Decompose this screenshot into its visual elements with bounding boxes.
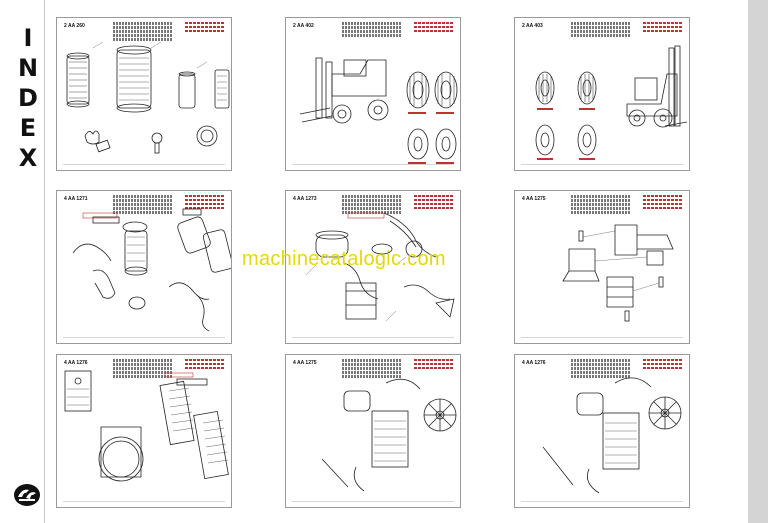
air-filter-drawing	[66, 41, 230, 154]
catalog-page-thumbnail[interactable]: 2 AA 403	[514, 17, 690, 171]
index-letter-e: E	[19, 114, 37, 142]
page-reference-lines	[414, 195, 454, 211]
page-description-lines	[113, 195, 173, 215]
cooling-system-drawing	[542, 377, 682, 494]
page-description-lines	[342, 22, 402, 38]
forklift-tyres-drawing	[535, 45, 688, 160]
catalog-page-thumbnail[interactable]: 4 AA 1276	[56, 354, 232, 508]
sidebar-divider	[44, 0, 45, 523]
engine-mount-exploded-drawing	[305, 212, 455, 322]
page-reference-lines	[414, 22, 454, 34]
page-code: 4 AA 1275	[522, 196, 546, 202]
page-description-lines	[113, 22, 173, 42]
page-footer-rule	[63, 337, 225, 339]
page-description-lines	[113, 359, 173, 379]
page-reference-lines	[185, 359, 225, 371]
catalog-page-thumbnail[interactable]: 4 AA 1275	[285, 354, 461, 508]
catalog-page-thumbnail[interactable]: 4 AA 1275	[514, 190, 690, 344]
page-code: 4 AA 1276	[64, 360, 88, 366]
page-reference-lines	[643, 22, 683, 34]
page-footer-rule	[63, 501, 225, 503]
page-code: 4 AA 1276	[522, 360, 546, 366]
right-margin-bar	[748, 0, 768, 523]
index-letter-d: D	[18, 84, 38, 112]
page-reference-lines	[185, 195, 225, 211]
cooling-system-drawing	[321, 378, 457, 492]
page-description-lines	[571, 22, 631, 38]
page-code: 2 AA 403	[522, 23, 543, 29]
index-letter-n: N	[17, 54, 39, 82]
catalog-page-thumbnail[interactable]: 2 AA 402	[285, 17, 461, 171]
page-reference-lines	[185, 22, 225, 34]
page-code: 4 AA 1273	[293, 196, 317, 202]
page-description-lines	[342, 195, 402, 215]
watermark-text: machinecatalogic.com	[242, 248, 446, 270]
page-footer-rule	[63, 164, 225, 166]
page-code: 2 AA 402	[293, 23, 314, 29]
index-letter-x: X	[18, 144, 38, 172]
radiator-exploded-drawing	[64, 370, 229, 482]
page-code: 4 AA 1275	[293, 360, 317, 366]
index-letter-i: I	[23, 24, 33, 52]
brand-logo-icon	[14, 484, 40, 506]
page-footer-rule	[521, 164, 683, 166]
page-footer-rule	[292, 337, 454, 339]
page-code: 4 AA 1271	[64, 196, 88, 202]
catalog-page-thumbnail[interactable]: 4 AA 1273	[285, 190, 461, 344]
page-description-lines	[571, 359, 631, 379]
page-footer-rule	[292, 501, 454, 503]
page-footer-rule	[292, 164, 454, 166]
page-description-lines	[342, 359, 402, 379]
air-intake-exploded-drawing	[72, 208, 231, 332]
forklift-tyres-drawing	[299, 57, 458, 164]
page-code: 2 AA 260	[64, 23, 85, 29]
index-vertical-title: I N D E X	[16, 26, 40, 170]
page-footer-rule	[521, 337, 683, 339]
page-reference-lines	[414, 359, 454, 371]
page-reference-lines	[643, 195, 683, 211]
page-footer-rule	[521, 501, 683, 503]
catalog-page-thumbnail[interactable]: 2 AA 260	[56, 17, 232, 171]
bracket-parts-drawing	[562, 224, 674, 322]
page-description-lines	[571, 195, 631, 215]
catalog-page-thumbnail[interactable]: 4 AA 1276	[514, 354, 690, 508]
catalog-page-thumbnail[interactable]: 4 AA 1271	[56, 190, 232, 344]
page-reference-lines	[643, 359, 683, 371]
